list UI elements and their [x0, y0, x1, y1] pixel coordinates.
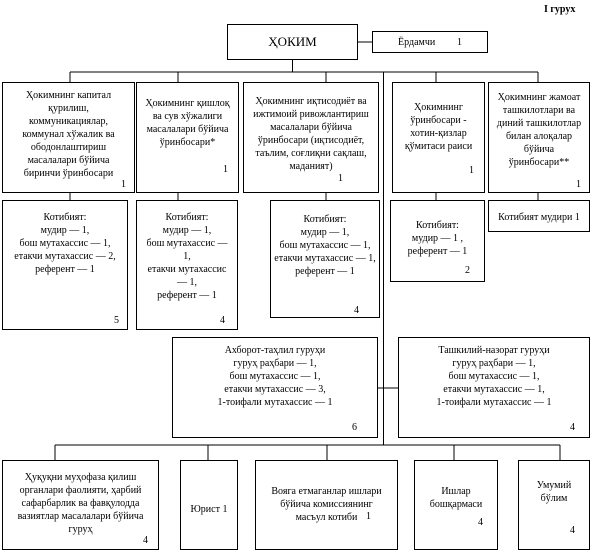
hokim-box: ҲОКИМ: [227, 24, 358, 60]
secretariat-count: 2: [465, 265, 470, 276]
secretariat-text: Котибият:мудир — 1,бош мутахассис — 1,ет…: [274, 214, 376, 277]
secretariat-box-1: Котибият:мудир — 1,бош мутахассис — 1,ет…: [2, 200, 128, 330]
deputy-count: 1: [121, 179, 126, 190]
group-title: I гурух: [544, 4, 576, 15]
secretariat-box-3: Котибият:мудир — 1,бош мутахассис — 1,ет…: [270, 200, 380, 318]
secretariat-text: Котибият мудири 1: [498, 212, 580, 223]
bottom-count: 4: [143, 535, 148, 546]
lawyer-box: Юрист 1: [180, 460, 238, 550]
assistant-num: 1: [457, 37, 462, 48]
secretariat-box-2: Котибият:мудир — 1,бош мутахассис —1,ета…: [136, 200, 238, 330]
bottom-count: 4: [478, 517, 483, 528]
secretariat-count: 4: [220, 315, 225, 326]
secretariat-box-4: Котибият:мудир — 1 ,референт — 1 2: [390, 200, 485, 282]
group-count: 4: [570, 422, 575, 433]
deputy-count: 1: [223, 164, 228, 175]
secretariat-text: Котибият:мудир — 1,бош мутахассис —1,ета…: [146, 212, 228, 301]
deputy-count: 1: [469, 165, 474, 176]
assistant-box: Ёрдамчи 1: [372, 31, 488, 53]
bottom-text: Юрист 1: [190, 504, 228, 515]
secretariat-text: Котибият:мудир — 1,бош мутахассис — 1,ет…: [14, 212, 116, 275]
secretariat-box-5: Котибият мудири 1: [488, 200, 590, 232]
bottom-count: 4: [570, 525, 575, 536]
secretariat-text: Котибият:мудир — 1 ,референт — 1: [407, 220, 468, 257]
secretariat-count: 4: [354, 305, 359, 316]
bottom-count: 1: [366, 511, 371, 522]
deputy-count: 1: [576, 179, 581, 190]
hokim-label: ҲОКИМ: [268, 34, 317, 49]
deputy-count: 1: [338, 173, 343, 184]
group-count: 6: [352, 422, 357, 433]
secretariat-count: 5: [114, 315, 119, 326]
assistant-label: Ёрдамчи: [398, 37, 436, 48]
